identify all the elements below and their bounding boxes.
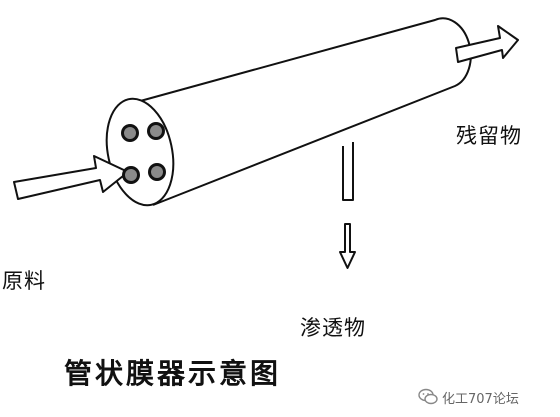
feed-label: 原料 (2, 269, 46, 293)
module-end-cap (105, 97, 175, 207)
membrane-tube (121, 124, 139, 142)
wechat-logo-icon (418, 388, 438, 406)
watermark-text: 化工707论坛 (442, 391, 519, 407)
membrane-tube (148, 163, 166, 181)
membrane-module-body (132, 17, 472, 206)
watermark: 化工707论坛 (418, 386, 519, 408)
permeate-outlet-pipe (342, 142, 354, 201)
retentate-label: 残留物 (456, 124, 522, 148)
membrane-tube (122, 166, 140, 184)
retentate-arrow (455, 25, 519, 63)
membrane-tube (147, 122, 165, 140)
permeate-arrow (339, 223, 356, 269)
membrane-tubes (121, 122, 166, 184)
feed-arrow (13, 155, 129, 200)
permeate-label: 渗透物 (300, 316, 366, 340)
diagram-title: 管状膜器示意图 (64, 357, 282, 390)
